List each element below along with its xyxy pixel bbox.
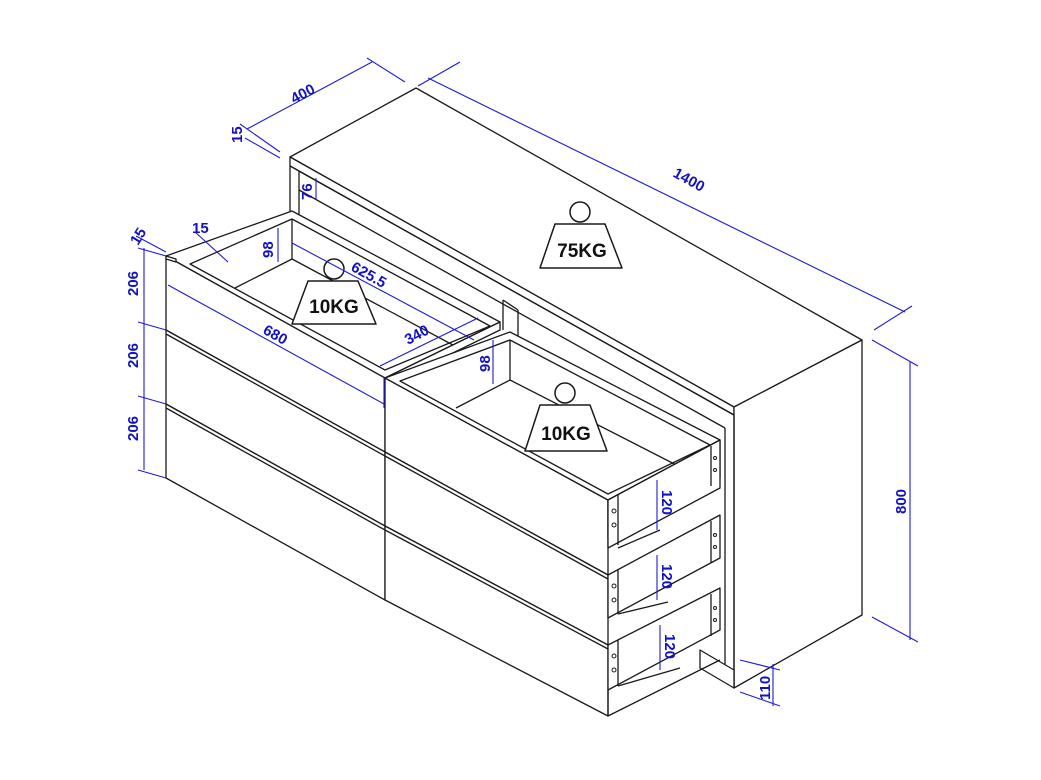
cabinet-base — [699, 649, 735, 689]
dim-top-gap: 76 — [299, 183, 316, 200]
dimension-lines — [135, 57, 919, 707]
dim-drawer-front-thickness: 15 — [192, 220, 209, 237]
left-drawer-front-1-edge — [165, 255, 177, 263]
dim-drawer-height-3: 206 — [125, 416, 142, 441]
dim-drawer-side-left: 98 — [260, 241, 277, 258]
dim-height: 800 — [893, 489, 910, 514]
dim-top-thickness: 15 — [229, 126, 246, 143]
load-drawer-right: 10KG — [524, 382, 608, 452]
dim-depth: 400 — [288, 81, 318, 108]
dim-base-height: 110 — [757, 676, 774, 700]
weight-ring-icon — [323, 258, 345, 280]
right-drawer-side-2 — [607, 514, 721, 619]
load-drawer-left: 10KG — [291, 258, 377, 325]
dim-drawer-inner-height-2: 120 — [658, 564, 675, 589]
dim-front-thickness: 15 — [127, 225, 150, 248]
dim-drawer-height-2: 206 — [125, 343, 142, 368]
weight-ring-icon — [554, 382, 576, 404]
dim-drawer-inner-height-3: 120 — [661, 634, 678, 659]
dim-drawer-inner-height-1: 120 — [658, 490, 675, 515]
dim-drawer-side-right: 98 — [477, 355, 494, 372]
right-drawer-side-1b — [607, 439, 721, 549]
load-drawer-right-label: 10KG — [541, 424, 591, 445]
dim-drawer-height-1: 206 — [125, 271, 142, 296]
dim-width: 1400 — [670, 165, 707, 196]
weight-icon — [539, 223, 623, 269]
load-top: 75KG — [539, 201, 623, 269]
weight-icon — [291, 280, 377, 325]
right-drawer-side-3 — [607, 587, 721, 691]
load-drawer-left-label: 10KG — [309, 297, 359, 318]
weight-icon — [524, 404, 608, 452]
load-top-label: 75KG — [557, 241, 607, 262]
weight-ring-icon — [569, 201, 591, 223]
